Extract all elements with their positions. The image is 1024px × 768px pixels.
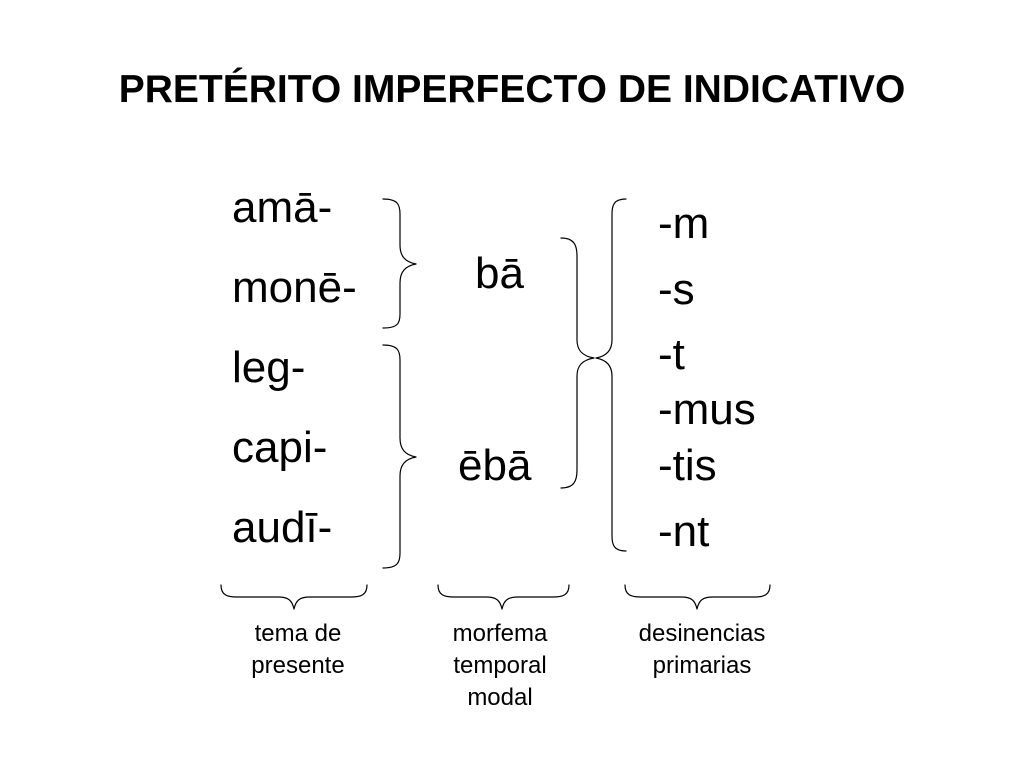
brace-bottom-morphemes [437,584,570,610]
caption-morpheme-line: temporal [453,652,547,679]
ending-s: -s [658,265,695,314]
stem-leg: leg- [232,343,306,392]
ending-nt: -nt [658,507,710,556]
ending-tis: -tis [658,441,717,490]
morpheme-ba: bā [475,249,524,298]
brace-stems-lower [382,344,417,569]
ending-mus: -mus [658,385,756,434]
brace-bottom-stems [220,584,368,610]
caption-stem: tema de presente [223,618,373,682]
brace-morphemes [560,237,595,489]
caption-stem-line: presente [251,652,345,679]
brace-endings [595,198,627,552]
brace-stems-upper [382,198,417,329]
stem-ama: amā- [232,183,333,232]
caption-morpheme-line: modal [467,684,533,711]
caption-morpheme-line: morfema [452,620,548,647]
caption-ending-line: primarias [652,652,752,679]
morpheme-eba: ēbā [458,441,532,490]
caption-ending: desinencias primarias [612,618,792,682]
brace-bottom-endings [624,584,771,610]
stem-capi: capi- [232,423,328,472]
ending-t: -t [658,330,685,379]
caption-ending-line: desinencias [638,620,766,647]
caption-morpheme: morfema temporal modal [425,618,575,714]
caption-stem-line: tema de [254,620,342,647]
slide-title: PRETÉRITO IMPERFECTO DE INDICATIVO [118,68,906,111]
stem-audi: audī- [232,503,333,552]
stem-mone: monē- [232,263,357,312]
ending-m: -m [658,199,710,248]
